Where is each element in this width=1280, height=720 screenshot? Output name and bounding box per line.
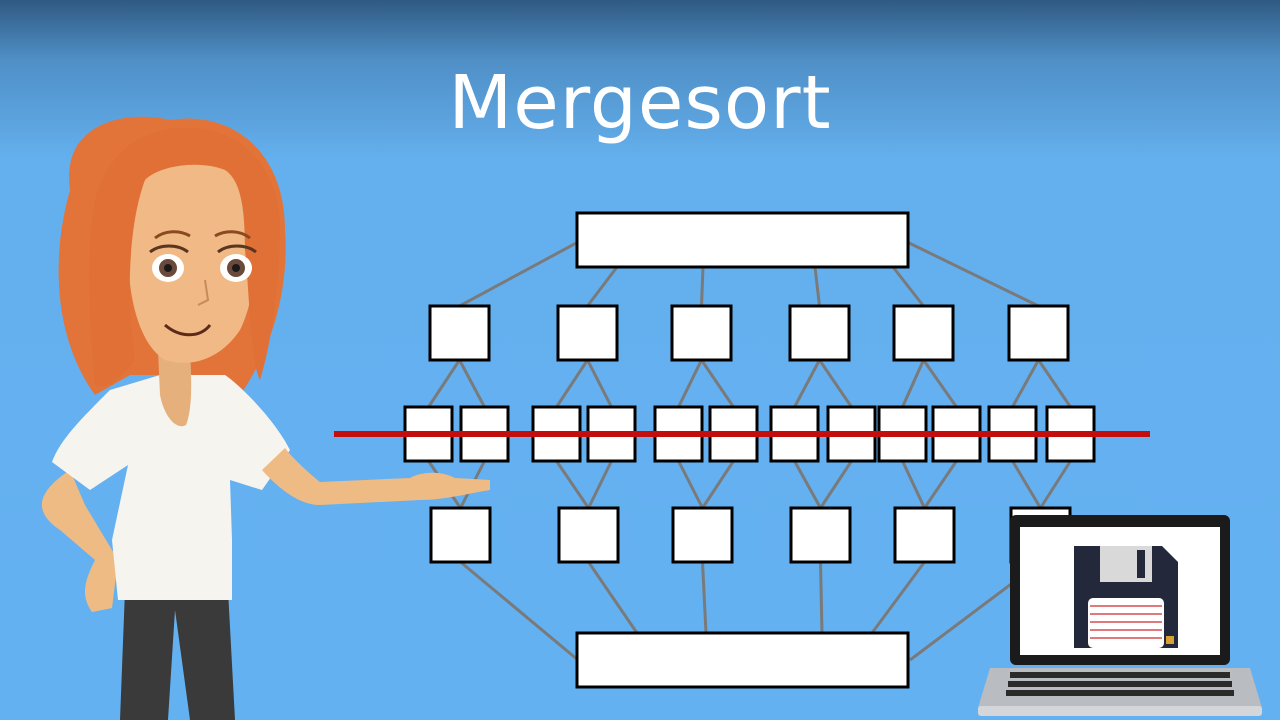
connector-line (891, 266, 925, 307)
connector-line (701, 561, 708, 634)
connector-line (701, 460, 735, 509)
root-array-box (575, 211, 910, 269)
split-level-box (428, 304, 491, 362)
sorted-array-box (575, 631, 910, 689)
connector-line (677, 359, 703, 408)
connector-line (922, 359, 958, 408)
connector-line (555, 460, 590, 509)
connector-line (1011, 460, 1042, 509)
connector-line (586, 266, 619, 307)
merge-level-box (557, 506, 620, 564)
page-title: Mergesort (448, 60, 832, 146)
split-level-box (892, 304, 955, 362)
connector-line (587, 460, 613, 509)
merge-level-box (789, 506, 852, 564)
split-level-box (556, 304, 619, 362)
connector-line (793, 359, 821, 408)
split-level-box (670, 304, 733, 362)
connector-line (458, 359, 486, 408)
connector-line (427, 359, 461, 408)
connector-line (870, 561, 926, 634)
connector-line (459, 560, 579, 662)
split-level-box (1007, 304, 1070, 362)
connector-line (819, 460, 853, 509)
connector-line (1011, 359, 1040, 408)
connector-line (793, 460, 822, 509)
connector-line (1037, 359, 1072, 408)
connector-line (587, 561, 639, 634)
connector-line (904, 239, 1040, 308)
split-level-box (788, 304, 851, 362)
connector-line (458, 239, 581, 308)
connector-line (813, 266, 821, 307)
connector-line (700, 359, 735, 408)
connector-line (555, 359, 589, 408)
connector-line (819, 561, 824, 634)
merge-level-box (429, 506, 492, 564)
connector-line (677, 460, 704, 509)
keyboard-keys (1006, 672, 1234, 696)
floppy-disk-icon (1074, 546, 1178, 648)
connector-line (923, 460, 958, 509)
merge-level-box (671, 506, 734, 564)
connector-line (700, 266, 705, 307)
connector-line (901, 359, 925, 408)
connector-line (1039, 460, 1072, 509)
connector-line (586, 359, 613, 408)
connector-line (818, 359, 853, 408)
merge-level-box (893, 506, 956, 564)
connector-line (901, 460, 926, 509)
